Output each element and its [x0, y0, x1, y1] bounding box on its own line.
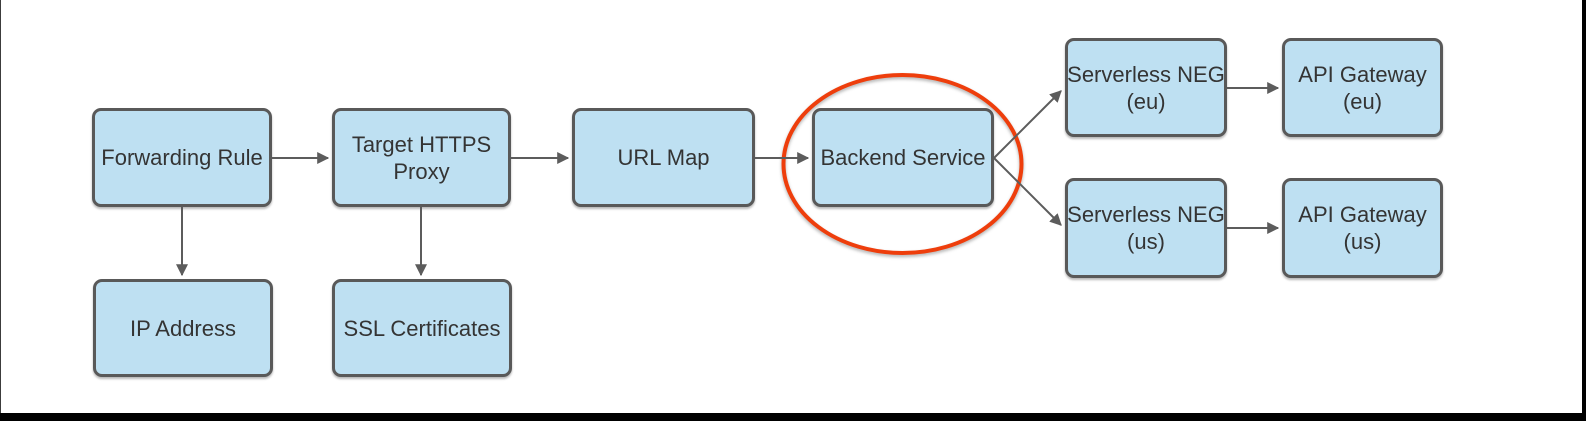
node-label: SSL Certificates: [343, 315, 501, 341]
node-url-map: URL Map: [572, 108, 755, 207]
node-ip-address: IP Address: [93, 279, 273, 377]
node-serverless-neg-us: Serverless NEG (us): [1065, 178, 1227, 278]
node-label: URL Map: [617, 145, 710, 170]
window-frame-left: [0, 0, 1, 421]
node-label: (us): [1343, 229, 1382, 254]
node-forwarding-rule: Forwarding Rule: [92, 108, 272, 207]
node-backend-service: Backend Service: [812, 108, 994, 207]
node-label: (eu): [1126, 88, 1166, 114]
node-label: Serverless NEG: [1067, 61, 1225, 87]
node-label: (eu): [1342, 88, 1383, 114]
edge-backendservice-neg-us: [993, 157, 1062, 226]
node-label: IP Address: [130, 315, 236, 341]
node-label: (us): [1127, 229, 1165, 254]
edge-backendservice-neg-eu: [993, 90, 1062, 159]
node-target-https-proxy: Target HTTPS Proxy: [332, 108, 511, 207]
node-label: Backend Service: [820, 145, 986, 170]
node-api-gateway-us: API Gateway (us): [1282, 178, 1443, 278]
node-label: Forwarding Rule: [101, 145, 263, 170]
node-api-gateway-eu: API Gateway (eu): [1282, 38, 1443, 137]
node-serverless-neg-eu: Serverless NEG (eu): [1065, 38, 1227, 137]
node-label: API Gateway: [1298, 202, 1427, 227]
window-frame-bottom: [0, 413, 1586, 421]
window-frame-right: [1582, 0, 1586, 421]
node-label: Proxy: [393, 158, 450, 184]
node-label: Serverless NEG: [1067, 202, 1225, 227]
node-label: Target HTTPS: [351, 131, 492, 157]
node-label: API Gateway: [1298, 61, 1427, 87]
node-ssl-certificates: SSL Certificates: [332, 279, 512, 377]
